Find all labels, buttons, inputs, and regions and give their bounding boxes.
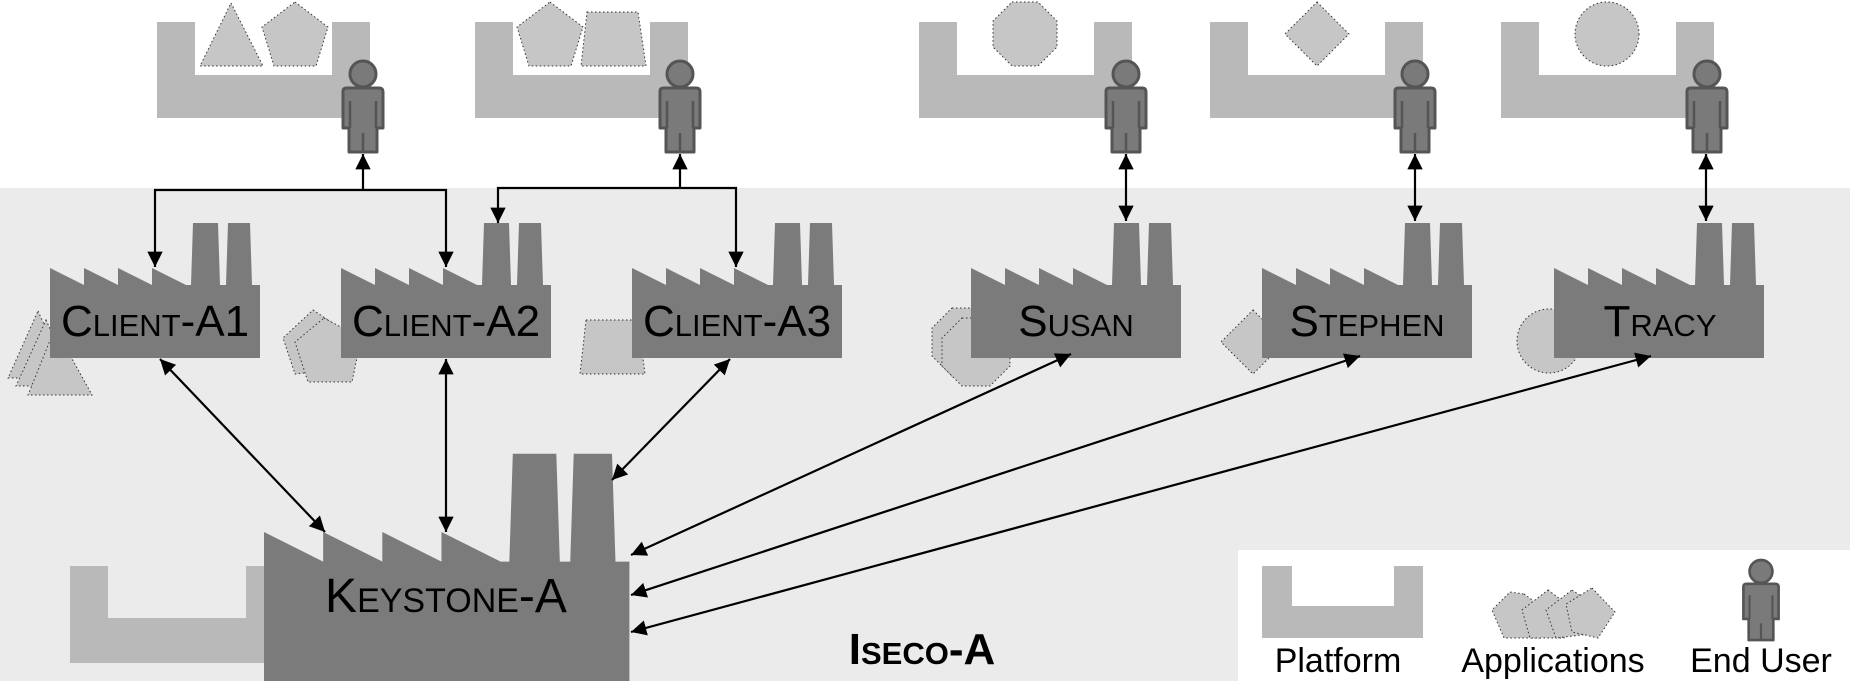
legend: Platform Applications End User	[1262, 558, 1832, 680]
factory-susan	[971, 223, 1181, 358]
trapezoid-app-icon	[580, 11, 647, 67]
end-user-icon	[1104, 59, 1148, 154]
ecosystem-title: Iseco-A	[849, 625, 996, 674]
platform-icon	[157, 22, 370, 118]
circle-app-icon	[1574, 1, 1640, 67]
triangle-app-icon	[199, 1, 264, 67]
node-label-tracy: Tracy	[1603, 297, 1716, 346]
connector-user1-client-a2	[363, 188, 454, 267]
pentagon-app-icon	[261, 1, 329, 67]
keystone-label: Keystone-A	[325, 570, 567, 623]
connector-user2-client-a3	[680, 186, 744, 267]
diamond-app-icon	[1284, 1, 1350, 67]
factory-client-a2	[341, 223, 551, 358]
node-label-client-a2: Client-A2	[352, 297, 540, 346]
platform-icon	[475, 22, 688, 118]
node-labels: Client-A1 Client-A2 Client-A3 Susan Step…	[61, 297, 1717, 674]
factory-keystone-a	[264, 453, 630, 681]
applications-icon	[1565, 587, 1616, 639]
node-label-client-a1: Client-A1	[61, 297, 249, 346]
end-user-icon	[1685, 59, 1729, 154]
user-platforms	[157, 22, 1714, 118]
connector-user2-client-a2	[490, 186, 680, 223]
legend-label-end-user: End User	[1690, 642, 1832, 680]
connector-user1-client-a1	[147, 188, 363, 267]
pentagon-app-icon	[516, 1, 584, 67]
connector-keystone-tracy	[630, 352, 1652, 636]
factory-client-a3	[632, 223, 842, 358]
end-user-icon	[1742, 558, 1780, 642]
platform-icon	[1262, 566, 1423, 638]
node-label-client-a3: Client-A3	[643, 297, 831, 346]
connectors	[147, 154, 1714, 636]
connector-keystone-client-a1	[159, 358, 326, 533]
keystone-platform-icon	[70, 566, 283, 663]
factory-client-a1	[50, 223, 260, 358]
end-user-icon	[658, 59, 702, 154]
end-user-icon	[341, 59, 385, 154]
factories	[50, 223, 1764, 681]
factory-tracy	[1554, 223, 1764, 358]
triangle-app-icon	[27, 326, 93, 396]
octagon-app-icon	[992, 1, 1058, 67]
node-label-susan: Susan	[1018, 297, 1133, 346]
legend-label-platform: Platform	[1275, 642, 1402, 680]
end-user-icon	[1393, 59, 1437, 154]
node-label-stephen: Stephen	[1289, 297, 1444, 346]
factory-stephen	[1262, 223, 1472, 358]
legend-label-applications: Applications	[1461, 642, 1644, 680]
user-applications	[199, 1, 1640, 67]
